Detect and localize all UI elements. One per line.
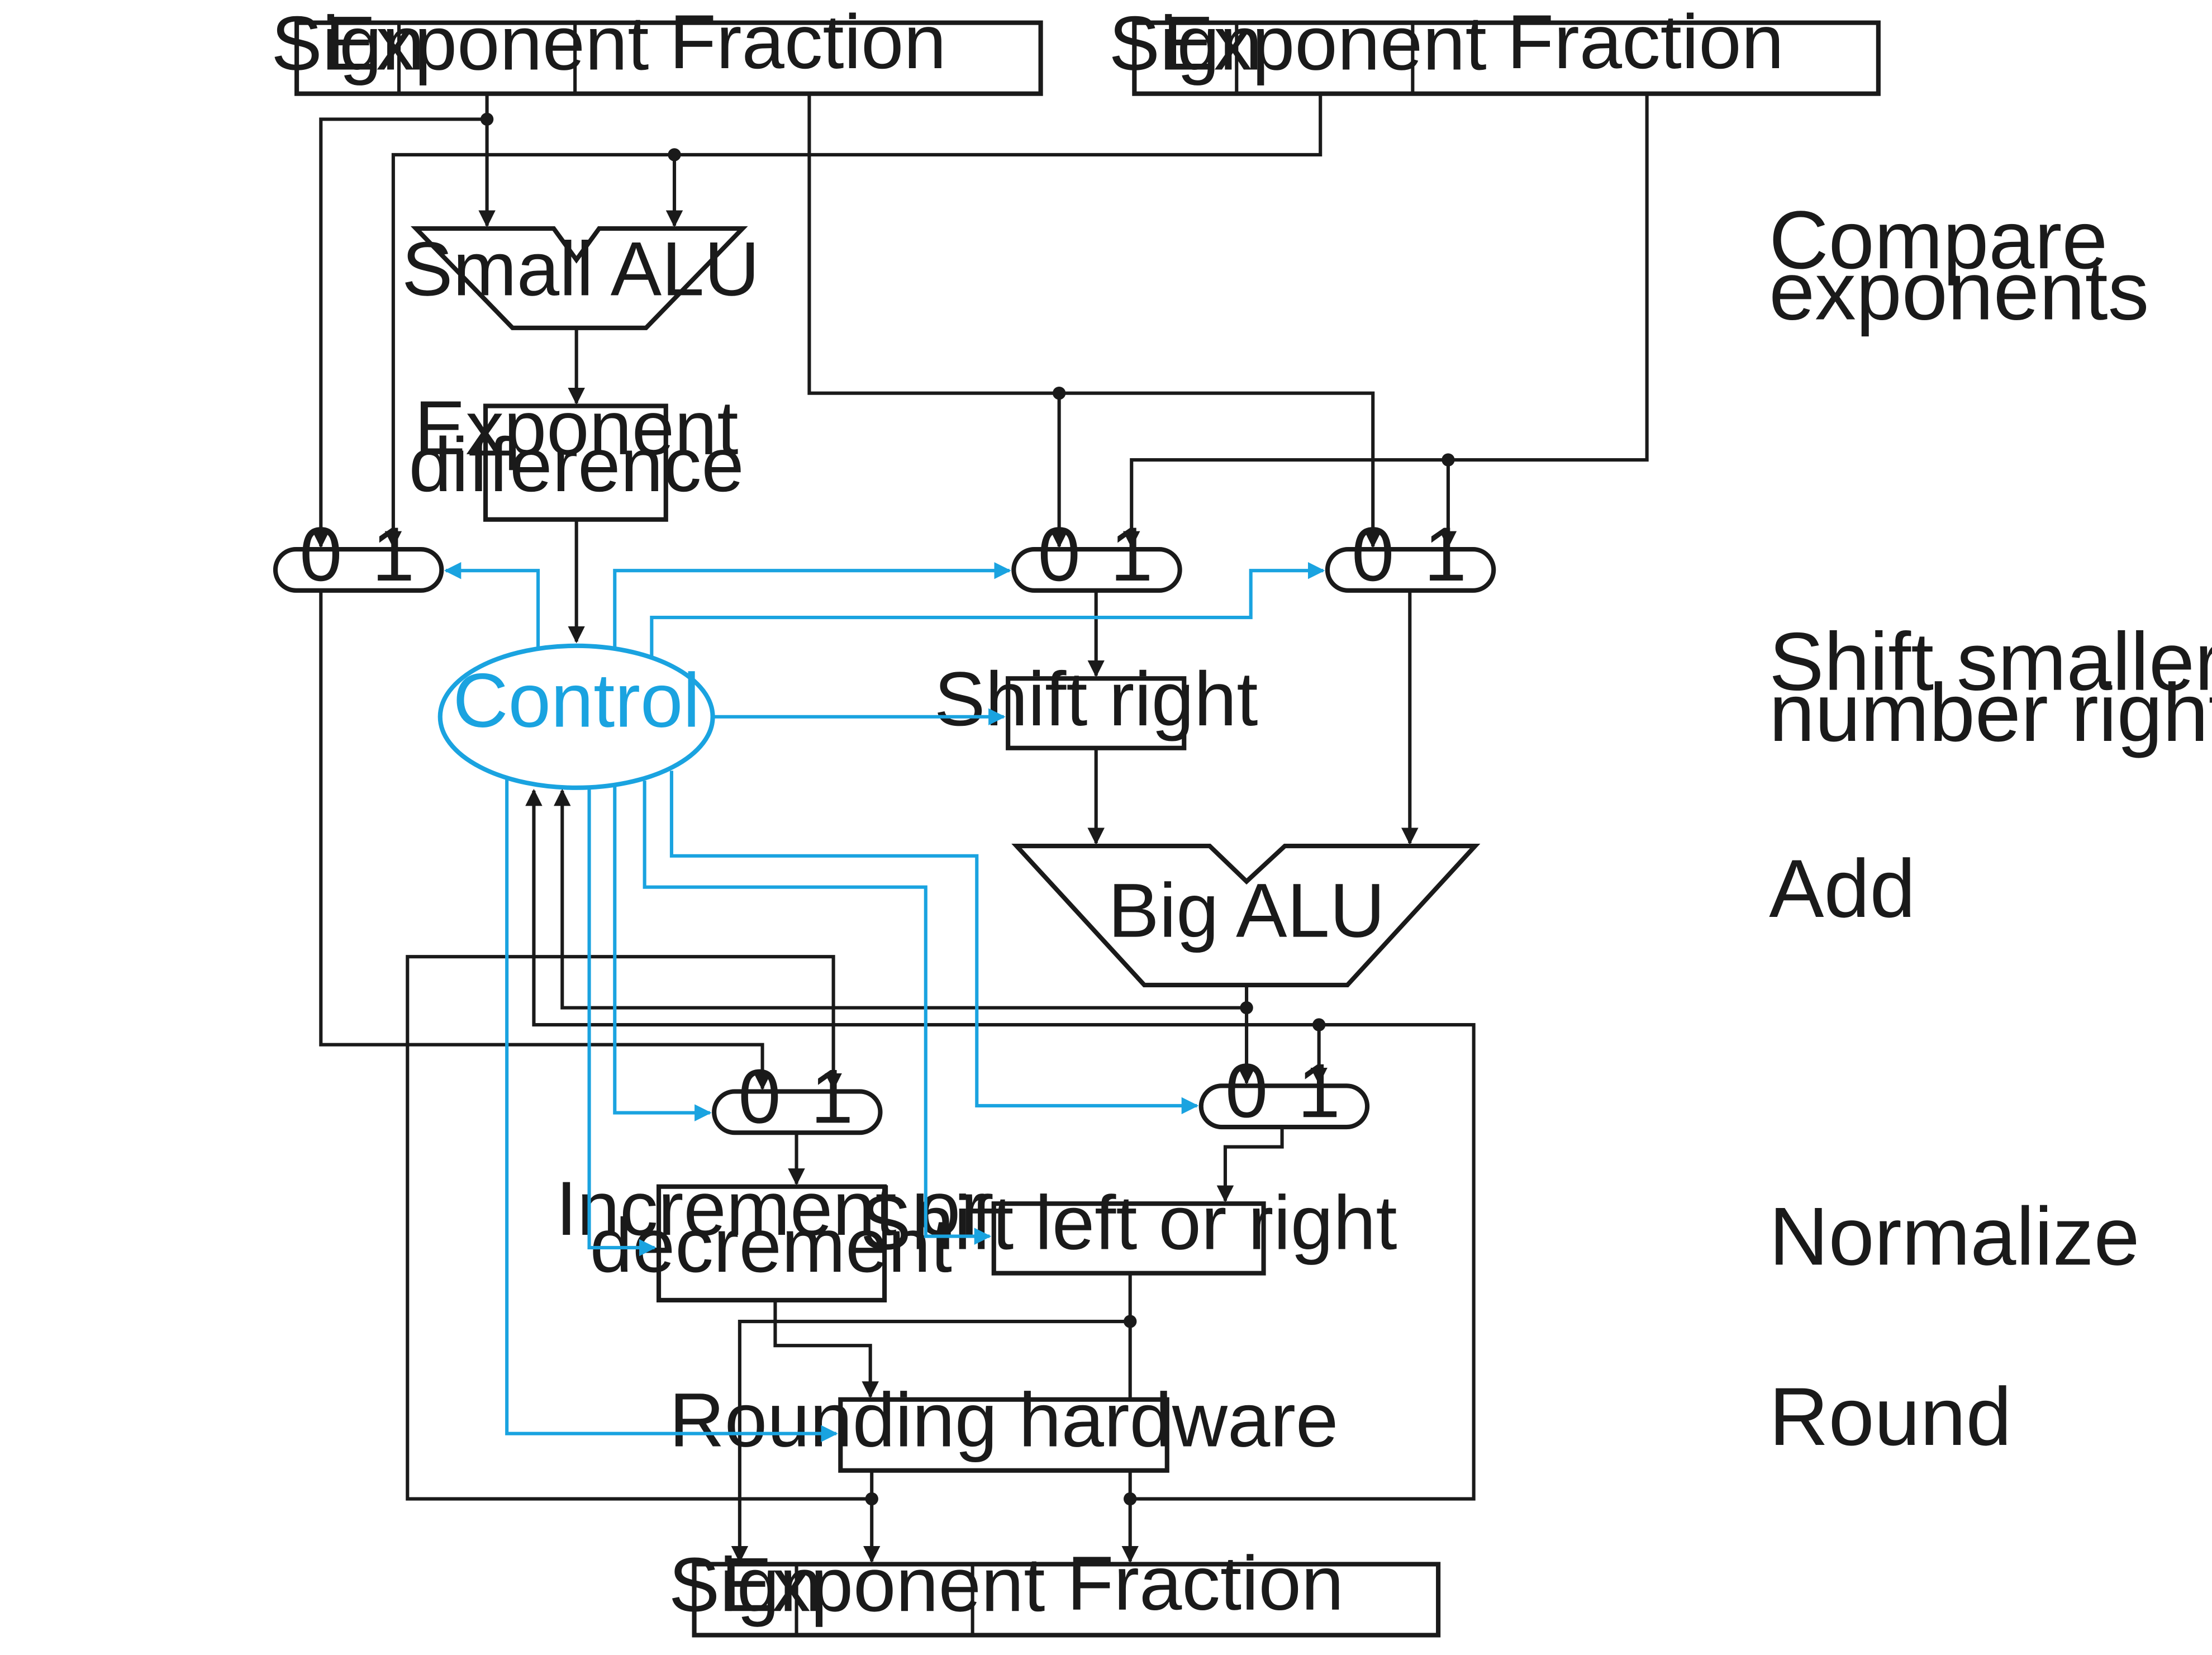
control-to-shift-left-right (643, 781, 992, 1245)
shift-left-right-label: Shift left or right (860, 1180, 1397, 1266)
mux-normalize-fraction-shape (1198, 1083, 1370, 1130)
small-alu-shape (410, 226, 748, 330)
big-alu: Big ALU (1011, 843, 1481, 988)
wire-round-feedback-fraction (1130, 1023, 1476, 1501)
control-to-increment (587, 787, 657, 1257)
mux-normalize-exponent-input-0: 0 (738, 1054, 781, 1139)
junction-dot (1052, 386, 1066, 400)
control-unit: Control (437, 643, 715, 790)
mux-fraction-direct-input-1: 1 (1424, 512, 1467, 597)
stage-shift-line-1: Shift smaller (1769, 616, 2212, 708)
increment-decrement-box (656, 1184, 887, 1302)
control-label: Control (453, 658, 700, 744)
junction-dot (1240, 1001, 1253, 1015)
wire-big-alu-to-control (554, 788, 1247, 1010)
register-b-box (1132, 20, 1881, 96)
small-alu-label: Small ALU (402, 226, 760, 312)
rounding-hardware-block: Rounding hardware (669, 1378, 1339, 1473)
junction-dots (480, 112, 1455, 1506)
mux-fraction-shift: 0 1 (1011, 512, 1182, 597)
output-register-box (692, 1562, 1441, 1638)
junction-dot (480, 112, 494, 126)
junction-dot (1442, 453, 1455, 467)
wire-feedback-to-control (525, 788, 1319, 1027)
wire-exponent-to-normalize-mux (319, 590, 771, 1091)
wire-round-feedback-exponent (406, 955, 872, 1501)
wire-fraction-a-to-mux-direct (807, 93, 1382, 549)
control-to-mux-fraction-direct (650, 562, 1325, 656)
mux-exponent: 0 1 (273, 512, 444, 597)
mux-normalize-fraction: 0 1 (1198, 1048, 1370, 1134)
junction-dot (1124, 1315, 1137, 1328)
stage-compare-line-2: exponents (1769, 246, 2149, 337)
register-a-box (294, 20, 1043, 96)
input-register-a: Sign Exponent Fraction (271, 0, 1043, 96)
stage-compare-line-1: Compare (1769, 194, 2108, 286)
output-fraction-label: Fraction (1067, 1541, 1344, 1627)
junction-dot (1312, 1018, 1326, 1031)
shift-left-right-block: Shift left or right (860, 1180, 1397, 1276)
stage-normalize: Normalize (1769, 1191, 2139, 1282)
mux-normalize-exponent: 0 1 (712, 1054, 883, 1139)
control-to-mux-normalize-fraction (669, 771, 1199, 1115)
rounding-hardware-box (838, 1397, 1169, 1473)
small-alu: Small ALU (402, 226, 760, 330)
register-a-exponent-label: Exponent (325, 1, 649, 86)
output-register: Sign Exponent Fraction (669, 1541, 1441, 1638)
register-a-fraction-label: Fraction (669, 0, 946, 85)
junction-dot (1124, 1492, 1137, 1506)
control-to-mux-exponent (444, 562, 540, 650)
register-b-fraction-label: Fraction (1507, 0, 1784, 85)
output-exponent-label: Exponent (721, 1542, 1045, 1628)
stage-labels: Compare exponents Shift smaller number r… (1769, 194, 2212, 1463)
rounding-hardware-label: Rounding hardware (669, 1378, 1339, 1463)
big-alu-label: Big ALU (1108, 868, 1385, 954)
junction-dot (668, 148, 681, 161)
control-to-mux-fraction-shift (613, 562, 1011, 650)
wire-mux-to-shift-left-right (1216, 1127, 1284, 1203)
control-wires (444, 562, 1325, 1442)
register-b-exponent-label: Exponent (1163, 1, 1487, 86)
wire-exponent-b (674, 93, 1323, 156)
wire-fraction-b-to-mux-shift (1122, 93, 1649, 549)
increment-decrement-label-line-1: Increment or (556, 1166, 986, 1252)
data-wires (312, 93, 1649, 1563)
input-register-b: Sign Exponent Fraction (1109, 0, 1881, 96)
exponent-difference-block: Exponent difference (409, 386, 744, 522)
wire-exponent-b-to-mux (384, 153, 675, 549)
register-b-sign-label: Sign (1109, 1, 1262, 86)
control-to-rounding (505, 778, 838, 1442)
big-alu-shape (1011, 843, 1481, 988)
control-to-mux-normalize-exponent (613, 784, 712, 1121)
mux-exponent-shape (273, 547, 444, 593)
stage-round: Round (1769, 1371, 2011, 1463)
stage-shift-line-2: number right (1769, 667, 2212, 759)
wire-to-output-sign (731, 1319, 1130, 1563)
mux-fraction-direct: 0 1 (1325, 512, 1496, 597)
junction-dot (865, 1492, 878, 1506)
increment-decrement-block: Increment or decrement (556, 1166, 986, 1302)
stage-add: Add (1769, 843, 1915, 935)
register-a-sign-label: Sign (271, 1, 425, 86)
wire-exponent-a-to-mux (312, 117, 487, 549)
exponent-difference-label-line-2: difference (409, 422, 744, 508)
